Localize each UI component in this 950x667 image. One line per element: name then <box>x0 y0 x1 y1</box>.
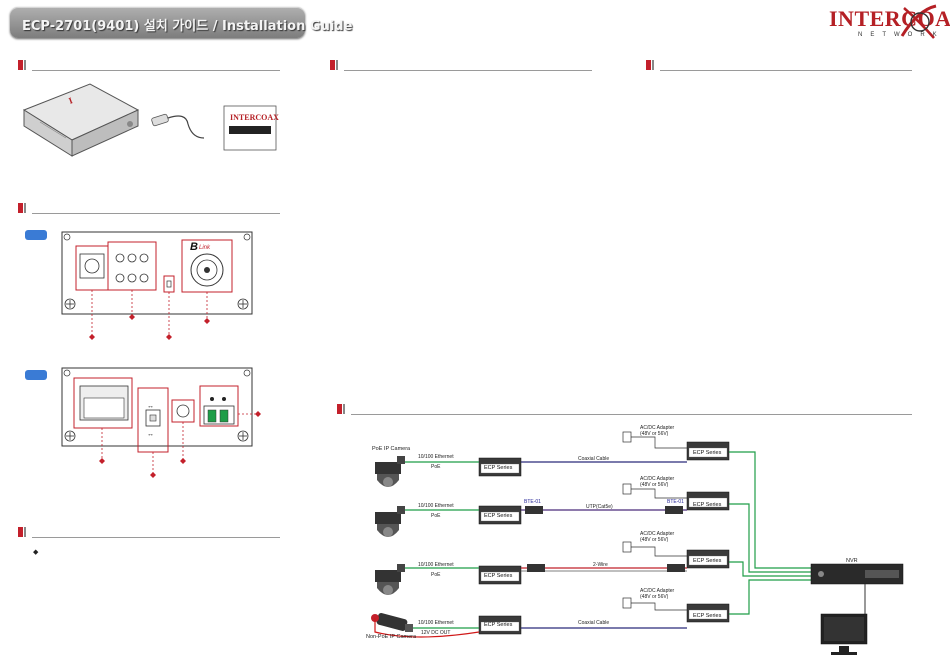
page-title: ECP-2701(9401) 설치 가이드 / Installation Gui… <box>22 19 353 34</box>
remote-ecp-label: ECP Series <box>693 502 722 508</box>
power-cable-illustration <box>151 113 205 139</box>
remote-ecp-label: ECP Series <box>693 613 722 619</box>
title-banner <box>10 7 305 38</box>
camera-label: PoE IP Camera <box>372 446 411 452</box>
section-marker <box>18 60 28 70</box>
svg-text:Link: Link <box>199 245 211 251</box>
remote-ecp-label: ECP Series <box>693 450 722 456</box>
adapter-label: AC/DC Adapter <box>640 476 675 482</box>
logo-network-text: NETWORK <box>858 32 945 38</box>
ethernet-label: 10/100 Ethernet <box>418 454 454 460</box>
adapter-label: AC/DC Adapter <box>640 531 675 537</box>
section-marker <box>646 60 656 70</box>
nvr-label: NVR <box>846 558 858 564</box>
section-rule <box>32 70 280 71</box>
ptz-camera-icon <box>375 564 405 595</box>
bte-label: BTE-01 <box>524 499 541 505</box>
svg-text:↔: ↔ <box>147 431 154 438</box>
cable-label: UTP(Cat5e) <box>586 504 613 510</box>
network-diagram <box>371 431 904 655</box>
remote-ecp-label: ECP Series <box>693 558 722 564</box>
section-rule <box>344 70 592 71</box>
camera-label: Non-PoE IP Camera <box>366 634 417 640</box>
rear-panel-tag <box>25 370 47 380</box>
logo-swoosh-icon <box>900 4 937 39</box>
cable-label: Coaxial Cable <box>578 456 610 462</box>
ecp-box-label: ECP Series <box>484 465 513 471</box>
poe-label: PoE <box>431 572 441 578</box>
poe-label: PoE <box>431 513 441 519</box>
section-rule <box>351 414 912 415</box>
section-marker <box>18 527 28 537</box>
section-marker <box>337 404 347 414</box>
poe-label: PoE <box>431 464 441 470</box>
ecp-box-label: ECP Series <box>484 573 513 579</box>
dc-out-label: 12V DC OUT <box>421 630 451 636</box>
nvr-icon <box>810 563 904 585</box>
bullet-camera-icon <box>371 612 413 632</box>
section-marker <box>18 203 28 213</box>
svg-text:INTERCOAX: INTERCOAX <box>230 113 279 122</box>
device-illustration: I <box>22 83 140 157</box>
cable-label: Coaxial Cable <box>578 620 610 626</box>
ecp-box-label: ECP Series <box>484 622 513 628</box>
svg-text:B: B <box>190 241 198 253</box>
ptz-camera-icon <box>375 506 405 537</box>
ptz-camera-icon <box>375 456 405 487</box>
bullet-marker: ◆ <box>33 549 39 556</box>
front-panel-tag <box>25 230 47 240</box>
adapter-label: AC/DC Adapter <box>640 588 675 594</box>
ethernet-label: 10/100 Ethernet <box>418 503 454 509</box>
cable-label: 2-Wire <box>593 562 608 568</box>
ethernet-label: 10/100 Ethernet <box>418 620 454 626</box>
rear-panel-diagram: ↔ ↔ <box>61 367 261 478</box>
remote-bte-label: BTE-01 <box>667 499 684 505</box>
front-panel-diagram: B Link <box>61 231 253 340</box>
section-rule <box>32 537 280 538</box>
adapter-label: AC/DC Adapter <box>640 425 675 431</box>
adapter-voltage-label: (48V or 56V) <box>640 431 669 437</box>
ecp-box-label: ECP Series <box>484 513 513 519</box>
section-rule <box>660 70 912 71</box>
adapter-voltage-label: (48V or 56V) <box>640 594 669 600</box>
adapter-voltage-label: (48V or 56V) <box>640 482 669 488</box>
section-marker <box>330 60 340 70</box>
section-rule <box>32 213 280 214</box>
svg-text:↔: ↔ <box>147 403 154 410</box>
monitor-icon <box>820 613 868 655</box>
guide-card-illustration: INTERCOAX <box>223 105 279 151</box>
adapter-voltage-label: (48V or 56V) <box>640 537 669 543</box>
ethernet-label: 10/100 Ethernet <box>418 562 454 568</box>
svg-text:I: I <box>67 95 74 106</box>
intercoax-logo: INTERCOAX <box>829 6 950 31</box>
